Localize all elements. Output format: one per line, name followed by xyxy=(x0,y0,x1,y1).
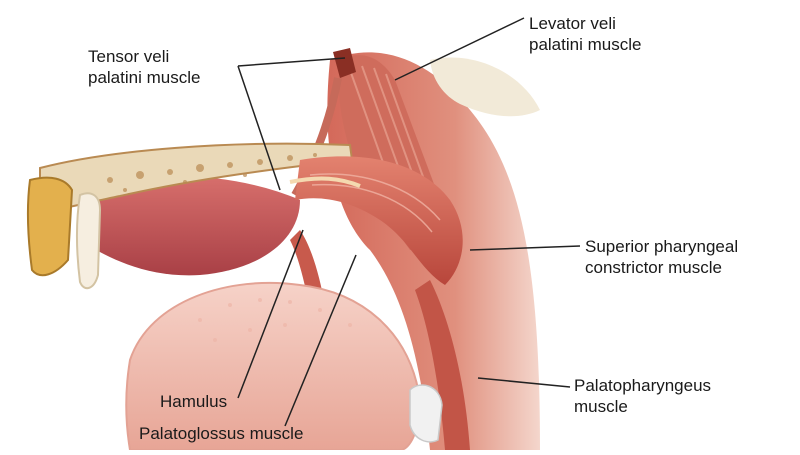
leader-spc xyxy=(469,245,581,251)
label-tensor-line-2: palatini muscle xyxy=(88,68,201,87)
label-tensor-veli-palatini: Tensor veli palatini muscle xyxy=(88,46,200,88)
label-superior-pharyngeal-constrictor: Superior pharyngeal constrictor muscle xyxy=(585,236,738,278)
label-tensor-line-1: Tensor veli xyxy=(88,47,170,66)
leader-levator xyxy=(394,17,525,81)
label-palatopharyngeus: Palatopharyngeus muscle xyxy=(574,375,711,417)
leader-lines xyxy=(237,17,581,427)
label-pp-line-1: Palatopharyngeus xyxy=(574,376,712,395)
label-spc-line-2: constrictor muscle xyxy=(585,258,722,277)
tensor-muscle xyxy=(333,48,356,78)
soft-palate xyxy=(295,156,463,285)
label-levator-line-2: palatini muscle xyxy=(529,35,642,54)
label-levator-line-1: Levator veli xyxy=(529,14,616,33)
label-spc-line-1: Superior pharyngeal xyxy=(585,237,739,256)
incisor-tooth xyxy=(76,192,102,290)
tongue xyxy=(125,281,422,451)
label-hamulus: Hamulus xyxy=(160,392,228,411)
leader-tensor xyxy=(237,57,346,191)
leader-hamulus xyxy=(237,229,304,399)
leader-pp xyxy=(477,377,571,388)
maxilla-bone xyxy=(26,176,74,277)
epiglottis xyxy=(409,384,443,443)
label-pp-line-2: muscle xyxy=(574,397,628,416)
leader-pg xyxy=(284,254,357,427)
palatopharyngeus-strip xyxy=(415,280,470,450)
cartilage xyxy=(430,57,540,117)
label-palatoglossus: Palatoglossus muscle xyxy=(139,424,304,443)
label-levator-veli-palatini: Levator veli palatini muscle xyxy=(529,13,641,55)
oral-cavity xyxy=(80,176,300,276)
